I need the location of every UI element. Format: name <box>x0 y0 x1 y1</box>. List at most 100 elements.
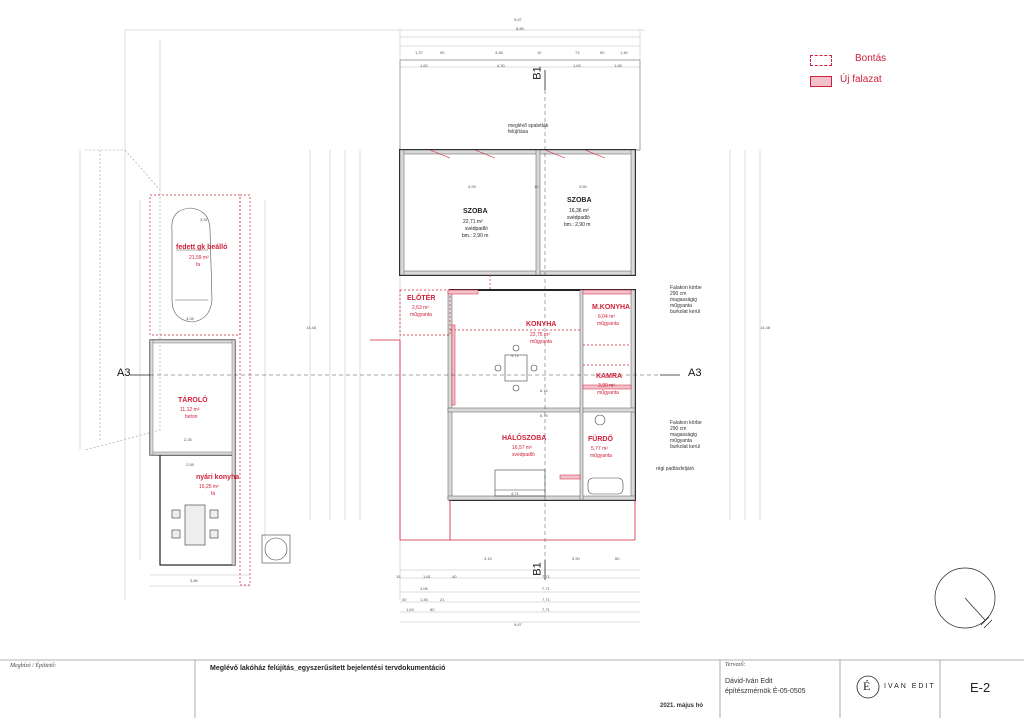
dim-left-bldg-2: 2,26 <box>184 437 192 442</box>
room-kamra-name: KAMRA <box>596 373 623 380</box>
dim-room-top-1: 10 <box>534 184 539 189</box>
room-kamra-floor: műgyanta <box>597 390 619 396</box>
legend-new-wall-swatch <box>810 76 832 87</box>
room-szoba-1-height: bm.: 2,90 m <box>462 233 489 239</box>
room-nyari-area: 15,25 m² <box>199 484 219 490</box>
dim-bottom4-3: 7,71 <box>542 597 550 602</box>
dim-top-row2-0: 1,62 <box>420 63 428 68</box>
room-kamra-area: 3,90 m² <box>598 383 615 389</box>
dim-left-bldg-4: 3,86 <box>190 578 198 583</box>
dim-misc-0: 4,71 <box>511 353 519 358</box>
note-tiling-2: Falakon körbe 290 cm magasságig műgyanta… <box>670 420 702 450</box>
dim-room-top-2: 3,50 <box>579 184 587 189</box>
room-szoba-2-height: bm.: 2,90 m <box>564 222 591 228</box>
dim-bottom3-1: 7,71 <box>542 586 550 591</box>
dim-bottom2-3: 7,71 <box>542 574 550 579</box>
dim-top-row-5: 50 <box>600 50 605 55</box>
dim-misc-2: 6,74 <box>540 388 548 393</box>
dim-top-row-1: 90 <box>440 50 445 55</box>
dim-right-col-3: 14,48 <box>760 325 771 330</box>
dim-bottom-2: 60 <box>615 556 620 561</box>
room-mkonyha-name: M.KONYHA <box>592 304 631 311</box>
dim-bottom2-1: 1,81 <box>423 574 431 579</box>
dim-bottom5-1: 80 <box>430 607 435 612</box>
room-garage-area: 21,59 m² <box>189 255 209 261</box>
room-garage-floor: fa <box>196 262 201 268</box>
room-nyari-floor: fa <box>211 491 216 497</box>
section-b1-top: B1 <box>531 66 544 80</box>
dim-top-row2-1: 4,30 <box>497 63 505 68</box>
room-konyha-floor: műgyanta <box>530 339 552 345</box>
section-a3-right: A3 <box>688 367 702 379</box>
room-tarolo-name: TÁROLÓ <box>178 397 208 404</box>
designer-label: Tervező: <box>725 662 746 668</box>
dim-bottom4-0: 30 <box>402 597 407 602</box>
sheet-number: E-2 <box>970 680 991 695</box>
room-szoba-2-floor: svédpadló <box>567 215 590 221</box>
room-szoba-1-area: 22,71 m² <box>463 219 483 225</box>
dim-misc-3: 6,74 <box>540 413 548 418</box>
dim-bottom-0: 3,15 <box>484 556 492 561</box>
room-garage-name: fedett gk beálló <box>176 244 228 251</box>
dim-top-row-0: 1,37 <box>415 50 423 55</box>
room-tarolo-area: 11,12 m² <box>180 407 200 413</box>
note-tiling-1: Falakon körbe 290 cm magasságig műgyanta… <box>670 285 702 315</box>
dim-top-total: 9,67 <box>514 17 522 22</box>
room-eloter-floor: műgyanta <box>410 312 432 318</box>
project-title: Meglévő lakóház felújítás_egyszerűsített… <box>210 665 446 672</box>
room-szoba-2-area: 16,36 m² <box>569 208 589 214</box>
logo-text: IVAN EDIT <box>884 683 936 690</box>
note-attic-access: régi padlásfeljáró <box>656 466 695 472</box>
dim-room-top-0: 4,99 <box>468 184 476 189</box>
room-haloszoba-name: HÁLÓSZOBA <box>502 435 547 442</box>
room-furdo-area: 5,77 m² <box>591 446 608 452</box>
legend-new-wall-label: Új falazat <box>840 74 882 85</box>
room-szoba-2-name: SZOBA <box>567 197 592 204</box>
dim-misc-1: 4,71 <box>511 491 519 496</box>
dim-bottom3-0: 1,06 <box>420 586 428 591</box>
room-konyha-area: 22,75 m² <box>530 332 550 338</box>
room-mkonyha-area: 6,04 m² <box>598 314 615 320</box>
section-a3-left: A3 <box>117 367 131 379</box>
dim-top-row2-2: 1,63 <box>573 63 581 68</box>
room-furdo-floor: műgyanta <box>590 453 612 459</box>
room-eloter-name: ELŐTÉR <box>407 295 436 302</box>
designer-name: Dávid-Iván Edit <box>725 678 773 685</box>
dim-top-row-6: 1,40 <box>620 50 628 55</box>
dim-bottom4-2: 21 <box>440 597 445 602</box>
room-nyari-name: nyári konyha <box>196 474 240 481</box>
room-szoba-1-floor: svédpadló <box>465 226 488 232</box>
dim-bottom2-2: 40 <box>452 574 457 579</box>
dim-left-bldg-3: 2,58 <box>186 462 194 467</box>
dim-bottom-1: 3,90 <box>572 556 580 561</box>
dim-top-row2-3: 1,65 <box>614 63 622 68</box>
room-mkonyha-floor: műgyanta <box>597 321 619 327</box>
dim-left-col-4: 14,48 <box>306 325 317 330</box>
dim-left-bldg-1: 3,08 <box>186 316 194 321</box>
room-tarolo-floor: beton <box>185 414 198 420</box>
room-szoba-1-name: SZOBA <box>463 208 488 215</box>
legend-demolition-swatch <box>810 55 832 66</box>
room-eloter-area: 2,63 m² <box>412 305 429 311</box>
dim-bottom2-0: 15 <box>396 574 401 579</box>
dim-top-row-2: 3,48 <box>495 50 503 55</box>
designer-reg: építészmérnök É-05-0505 <box>725 688 806 695</box>
date: 2021. május hó <box>660 703 704 709</box>
client-label: Megbízó / Építtető: <box>10 663 57 669</box>
dim-top-row-4: 73 <box>575 50 580 55</box>
dim-top-row-3: 10 <box>537 50 542 55</box>
dim-bottom5-2: 7,71 <box>542 607 550 612</box>
note-shutters: meglévő spaletták felújítása <box>508 123 549 135</box>
room-furdo-name: FÜRDŐ <box>588 436 613 443</box>
dim-bottom4-1: 1,45 <box>420 597 428 602</box>
room-konyha-name: KONYHA <box>526 321 557 328</box>
legend-demolition-label: Bontás <box>855 53 887 64</box>
logo-letter: É <box>863 679 871 693</box>
dim-top-sub: 8,80 <box>516 26 524 31</box>
dim-bottom5-0: 1,63 <box>406 607 414 612</box>
room-haloszoba-area: 16,57 m² <box>512 445 532 451</box>
dim-left-bldg-0: 3,51 <box>200 217 208 222</box>
room-haloszoba-floor: svédpadló <box>512 452 535 458</box>
